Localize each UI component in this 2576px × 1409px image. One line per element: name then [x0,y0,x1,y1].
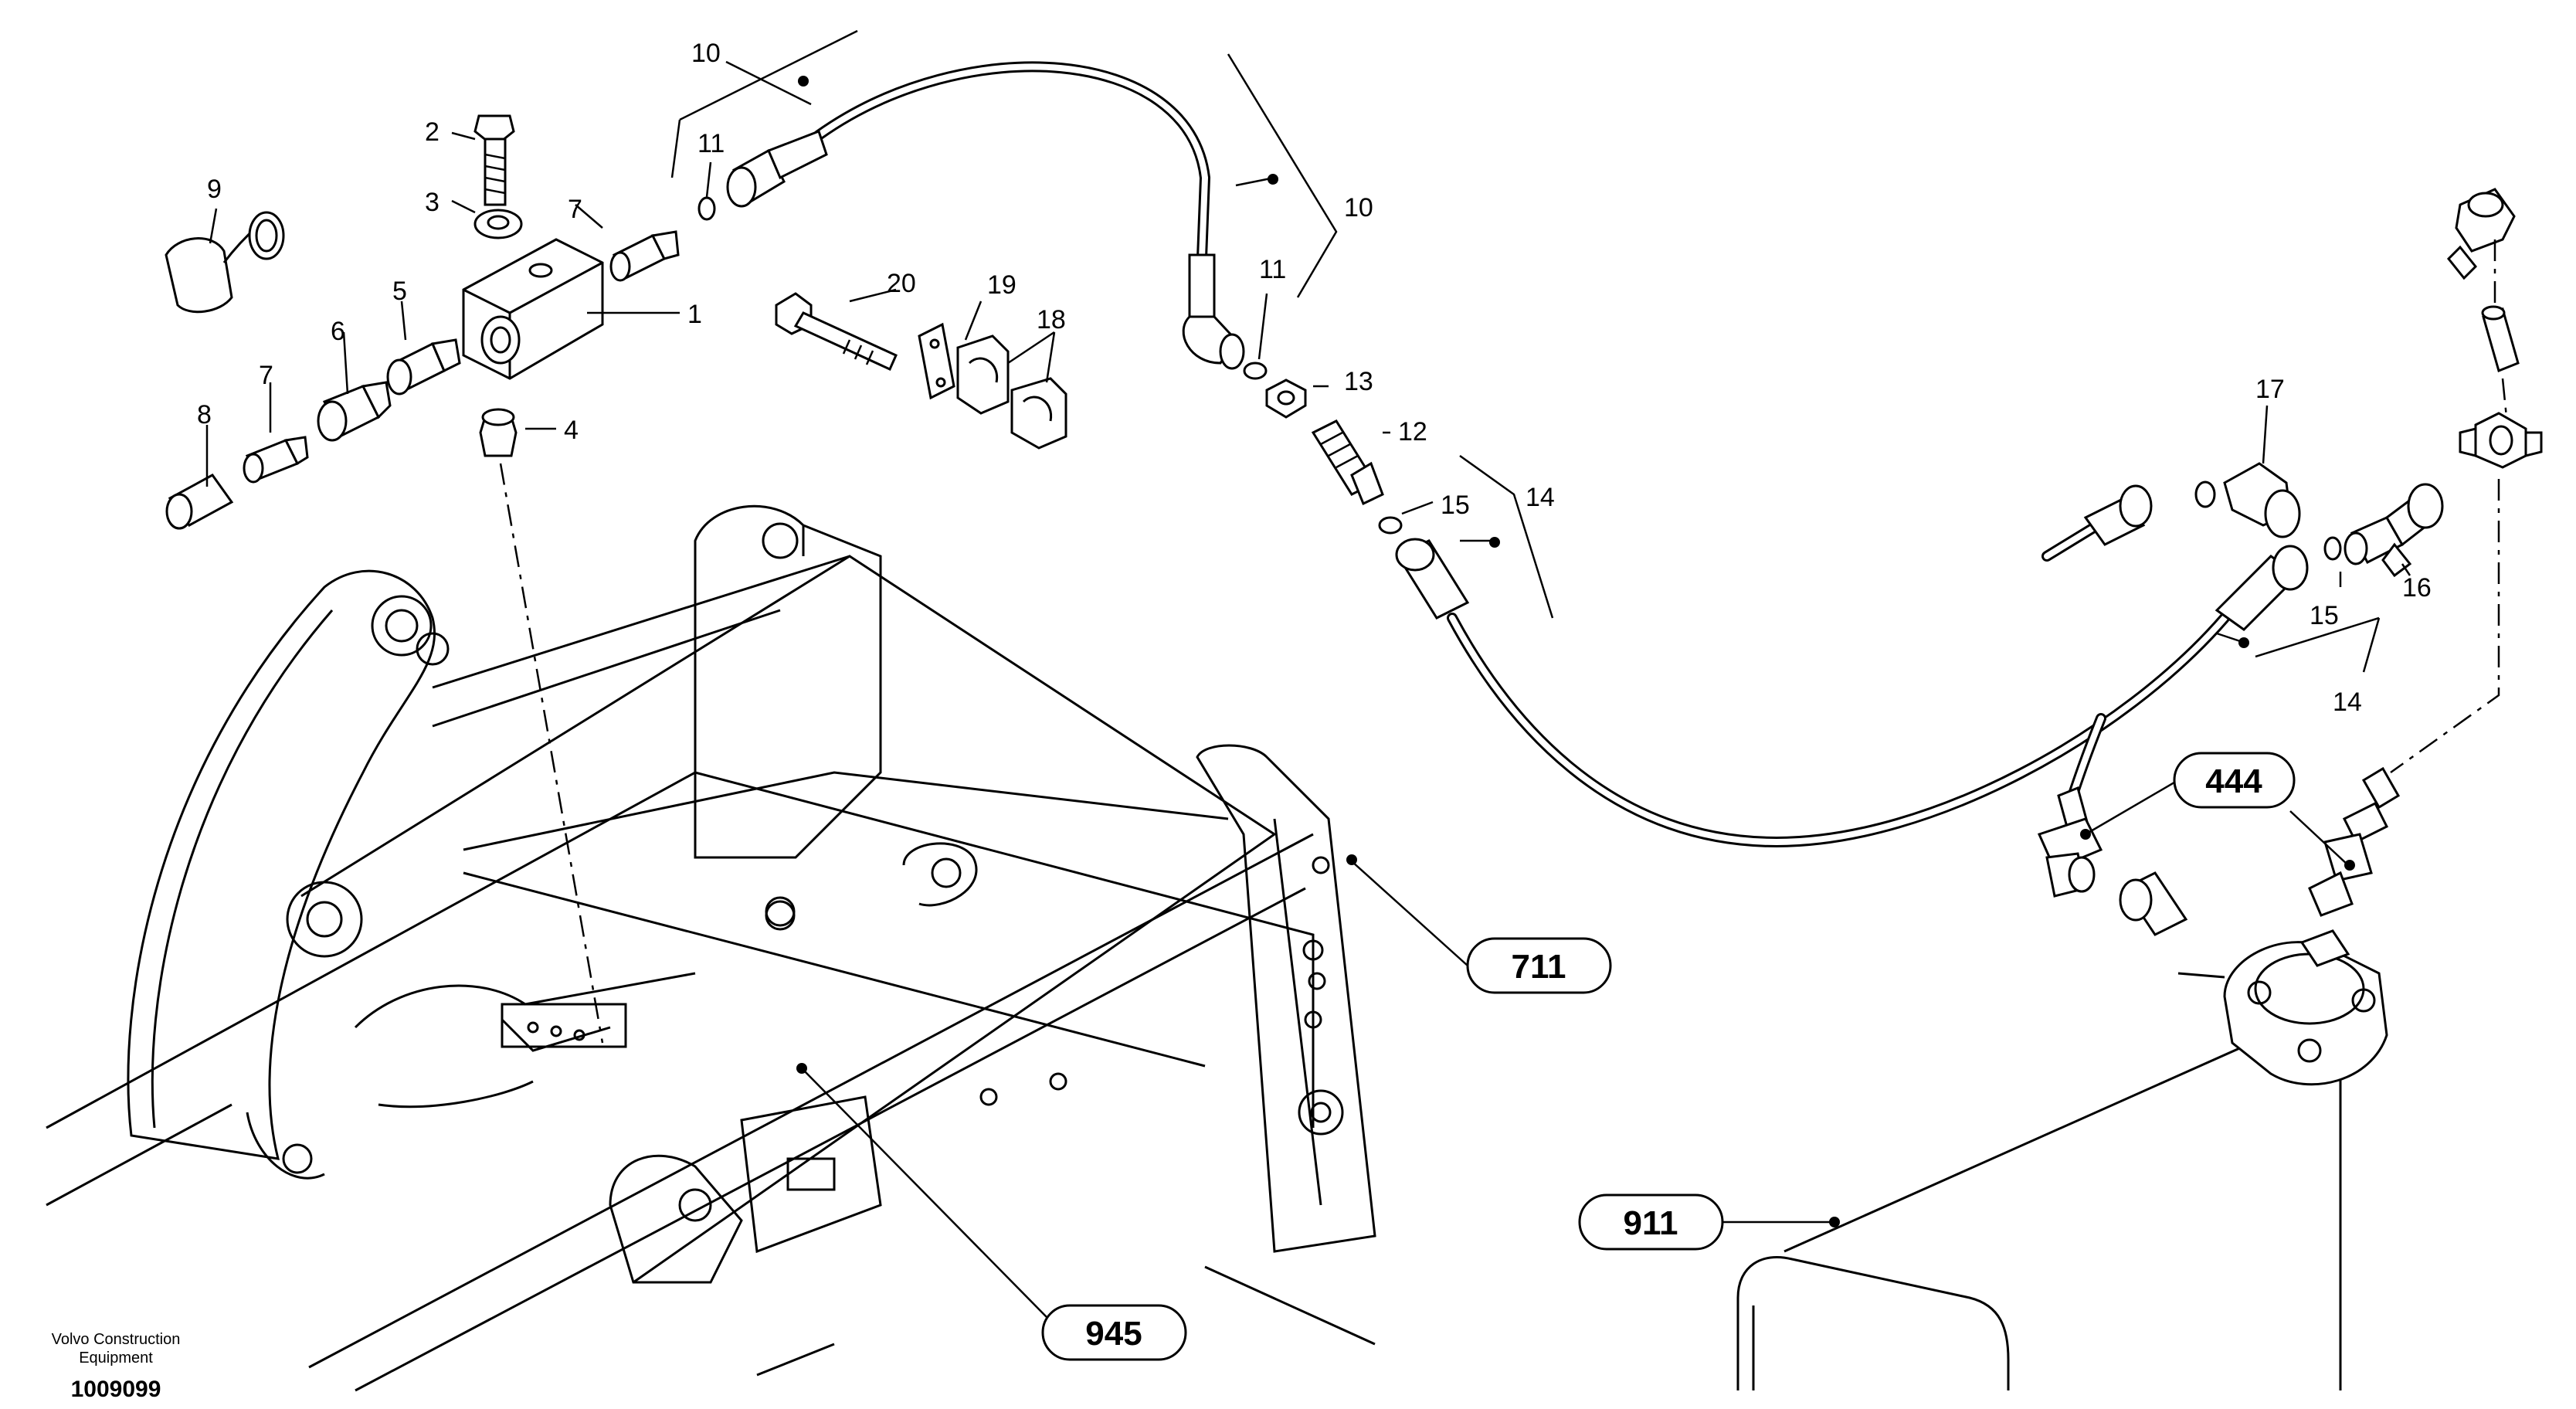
label-part-14-left: 14 [1526,483,1555,512]
part-7-fitting-upper [609,230,680,282]
callout-945-text: 945 [1085,1315,1142,1353]
label-part-7-upper: 7 [568,195,582,224]
label-part-2: 2 [425,117,440,147]
label-part-6: 6 [331,317,345,346]
part-1-block [462,238,604,380]
part-number-labels: 1 2 3 4 5 6 7 7 8 9 10 10 11 11 12 13 14… [197,39,2432,717]
part-11-oring-upper [697,196,716,221]
label-part-17: 17 [2255,375,2285,404]
label-part-20: 20 [887,269,916,298]
part-17-elbow [2194,462,2301,538]
label-part-18: 18 [1037,305,1066,334]
part-15-oring-left [1378,516,1403,535]
loader-frame [46,504,1376,1392]
part-5-nipple [386,338,461,396]
caption-manufacturer-line2: Equipment [79,1350,153,1367]
part-2-bolt [473,114,515,206]
part-8-nipple [165,474,234,530]
label-part-15-right: 15 [2310,601,2339,630]
label-part-19: 19 [987,270,1016,300]
part-14-hose-end-right [2215,545,2309,631]
label-part-7-left: 7 [259,361,273,390]
part-20-bolt [775,292,898,371]
callout-945: 945 [1041,1304,1187,1361]
part-16-tee [2344,483,2444,578]
callout-711-text: 711 [1512,948,1566,986]
callout-444: 444 [2173,752,2296,809]
part-6-adapter [317,381,392,442]
fuel-tank [1736,1024,2342,1390]
label-part-4: 4 [564,416,579,445]
part-12-adapter [1311,419,1384,506]
part-tee-top-right [2446,188,2516,280]
callout-711: 711 [1466,937,1612,994]
part-tee-right [2459,412,2543,469]
part-14-hose-end-left [1395,538,1470,620]
label-part-9: 9 [207,175,222,204]
part-15-oring-right [2323,536,2342,561]
label-part-13: 13 [1344,367,1373,396]
hose-10 [813,61,1211,283]
hose-14 [1447,613,2230,848]
hose-right-upper [2041,508,2122,809]
label-part-11-right: 11 [1259,255,1286,284]
part-10-hose-end-upper [726,130,828,208]
label-part-14-right: 14 [2333,688,2362,717]
caption-drawing-number: 1009099 [71,1377,161,1402]
part-9-cap [165,211,285,314]
part-hose-end-upper-right [2083,484,2153,546]
connection-lines [499,239,2508,1044]
leader-lines [205,29,2411,1318]
part-3-washer [473,209,523,239]
label-part-15-left: 15 [1441,491,1470,520]
part-18-clamp [956,334,1067,450]
label-part-11-upper: 11 [697,129,725,158]
label-part-12: 12 [1398,417,1427,446]
part-13-nut [1265,379,1307,419]
label-part-10-right: 10 [1344,193,1373,222]
part-4-plug [479,408,518,457]
label-part-1: 1 [687,300,702,329]
callout-911: 911 [1578,1193,1724,1251]
label-part-16: 16 [2402,573,2432,603]
label-part-5: 5 [392,277,407,306]
part-tank-sender [2177,929,2388,1086]
callout-911-text: 911 [1624,1204,1678,1242]
caption-manufacturer-line1: Volvo Construction [52,1331,181,1348]
label-part-3: 3 [425,188,440,217]
part-nipple-right [2481,305,2520,373]
callout-444-text: 444 [2205,762,2262,800]
label-part-10-upper: 10 [691,39,721,68]
part-11-oring-right [1243,362,1268,380]
label-part-8: 8 [197,400,212,429]
part-10-hose-end-elbow [1182,253,1245,370]
part-7-fitting-left [243,436,309,484]
part-19-plate [918,322,955,400]
caption-block: Volvo Construction Equipment 1009099 [52,1331,181,1402]
